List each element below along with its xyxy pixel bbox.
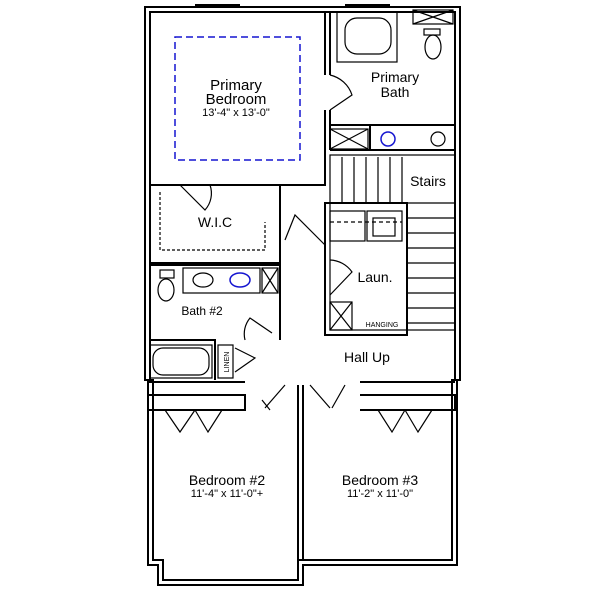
door-bedroom3[interactable] — [309, 384, 346, 409]
sink-icon — [192, 272, 214, 288]
bedroom-3: Bedroom #3 11'-2" x 11'-0" — [302, 381, 456, 560]
stairs: Stairs — [329, 154, 456, 331]
door-linen[interactable] — [234, 347, 257, 373]
exterior-walls — [144, 4, 461, 586]
room-label: Stairs — [410, 173, 446, 189]
room-label: Primary — [210, 77, 262, 94]
vanity — [182, 267, 261, 294]
closet-doors[interactable] — [377, 409, 433, 434]
bathtub-icon — [344, 17, 392, 55]
door-bath2[interactable] — [243, 317, 273, 341]
dryer-icon — [366, 210, 403, 242]
room-label: Bedroom — [206, 91, 267, 108]
bathtub-icon — [152, 347, 210, 376]
room-label: Bedroom #3 — [342, 472, 418, 488]
toilet-icon — [424, 34, 442, 60]
primary-bedroom: Primary Bedroom 13'-4" x 13'-0" — [150, 12, 353, 186]
primary-bath: Primary Bath — [329, 9, 455, 151]
door-bedroom2[interactable] — [261, 384, 286, 411]
room-label: Bath — [381, 84, 410, 100]
room-size: 11'-4" x 11'-0"+ — [191, 488, 263, 500]
room-size: 13'-4" x 13'-0" — [202, 107, 270, 119]
cabinet — [412, 9, 454, 25]
room-note: HANGING — [366, 322, 399, 329]
door-primary-bath[interactable] — [329, 74, 353, 111]
linen-closet — [217, 344, 234, 379]
tray-ceiling-outline — [174, 36, 301, 161]
room-label: Bath #2 — [181, 304, 223, 318]
toilet-icon — [157, 278, 175, 302]
room-label: Primary — [371, 69, 419, 85]
room-size: 11'-2" x 11'-0" — [347, 488, 413, 500]
room-label: Hall Up — [344, 349, 390, 365]
room-label: Laun. — [357, 269, 392, 285]
bedroom-2: Bedroom #2 11'-4" x 11'-0"+ — [148, 381, 299, 560]
walk-in-closet: W.I.C — [150, 184, 281, 264]
door-wic[interactable] — [179, 184, 212, 211]
sink-icon — [229, 272, 251, 288]
washer-icon — [329, 210, 366, 242]
sink-icon — [430, 131, 446, 147]
linen-shelf — [329, 128, 369, 150]
room-label: Bedroom #2 — [189, 472, 265, 488]
door-hall[interactable] — [284, 213, 326, 246]
door-laundry[interactable] — [329, 259, 353, 296]
room-label: W.I.C — [198, 214, 232, 230]
closet-doors[interactable] — [164, 409, 223, 434]
sink-icon — [380, 131, 396, 147]
room-label: LINEN — [224, 352, 231, 373]
bath-2: LINEN Bath #2 — [149, 264, 281, 380]
laundry: Laun. HANGING — [324, 202, 408, 336]
